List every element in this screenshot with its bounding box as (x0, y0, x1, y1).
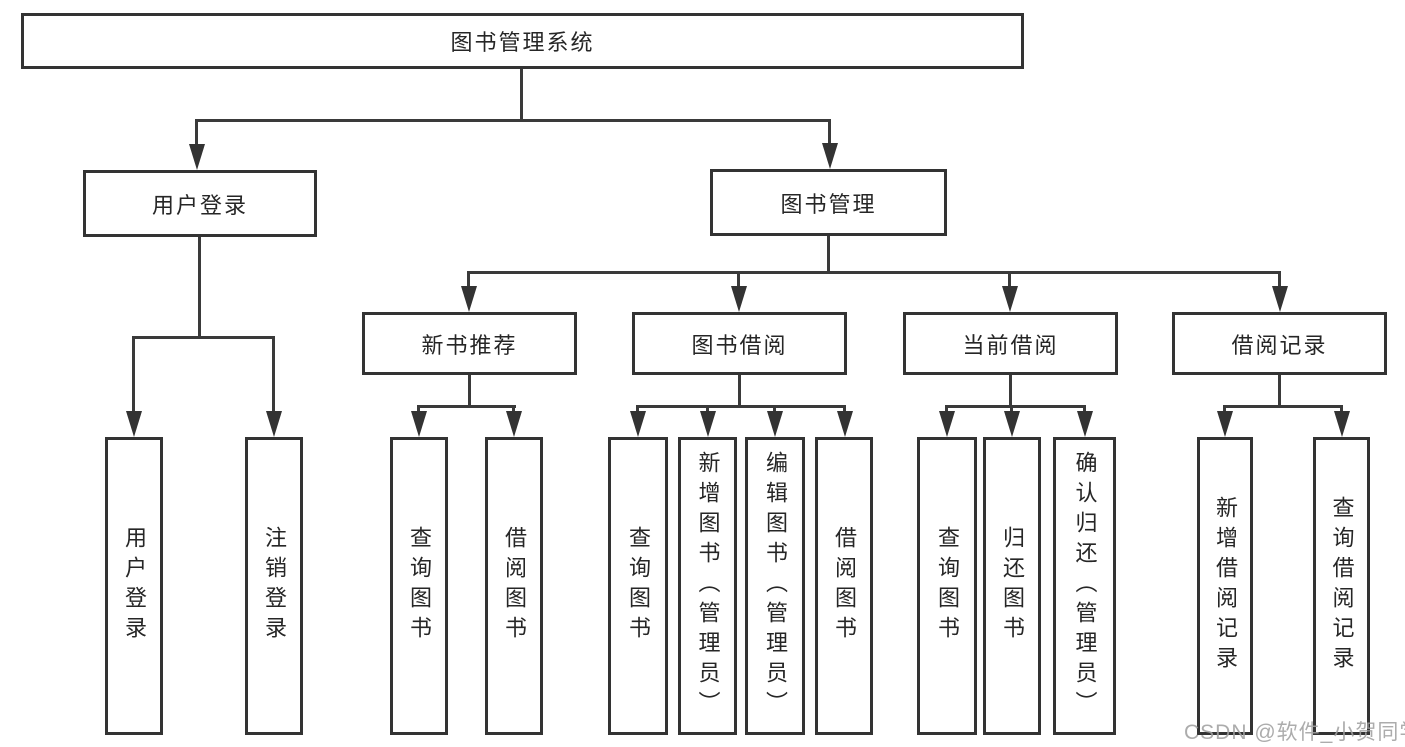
arrowhead-icon (939, 411, 955, 437)
node-book-management: 图书管理 (710, 169, 947, 236)
leaf-bb-query-book: 查询图书 (608, 437, 668, 735)
connector-line (1223, 405, 1226, 413)
leaf-rec-query-book: 查询图书 (390, 437, 448, 735)
leaf-br-add-record: 新增借阅记录 (1197, 437, 1253, 735)
leaf-bb-add-book-admin: 新增图书（管理员） (678, 437, 737, 735)
connector-line (468, 375, 471, 407)
leaf-cb-confirm-return-admin: 确认归还（管理员） (1053, 437, 1116, 735)
connector-line (520, 69, 523, 119)
connector-line (945, 405, 948, 413)
connector-line (738, 375, 741, 407)
connector-line (1083, 405, 1086, 413)
connector-line (636, 405, 846, 408)
connector-line (467, 271, 1281, 274)
connector-line (1223, 405, 1343, 408)
arrowhead-icon (1272, 286, 1288, 312)
arrowhead-icon (266, 411, 282, 437)
connector-line (132, 336, 275, 339)
connector-line (467, 271, 470, 289)
connector-line (827, 236, 830, 271)
arrowhead-icon (700, 411, 716, 437)
leaf-br-query-record: 查询借阅记录 (1313, 437, 1370, 735)
leaf-bb-borrow-book: 借阅图书 (815, 437, 873, 735)
connector-line (417, 405, 420, 413)
connector-line (1009, 375, 1012, 407)
arrowhead-icon (837, 411, 853, 437)
connector-line (1278, 271, 1281, 289)
node-book-borrow: 图书借阅 (632, 312, 847, 375)
leaf-user-login: 用户登录 (105, 437, 163, 735)
csdn-watermark: CSDN @软件_小贺同学 (1184, 721, 1405, 744)
connector-line (1008, 271, 1011, 289)
connector-line (512, 405, 515, 413)
leaf-rec-borrow-book: 借阅图书 (485, 437, 543, 735)
arrowhead-icon (1004, 411, 1020, 437)
arrowhead-icon (461, 286, 477, 312)
connector-line (198, 237, 201, 336)
leaf-cb-return-book: 归还图书 (983, 437, 1041, 735)
connector-line (132, 336, 135, 413)
arrowhead-icon (767, 411, 783, 437)
connector-line (843, 405, 846, 413)
connector-line (417, 405, 516, 408)
connector-line (195, 119, 198, 147)
connector-line (1010, 405, 1013, 413)
arrowhead-icon (1002, 286, 1018, 312)
arrowhead-icon (822, 143, 838, 169)
connector-line (737, 271, 740, 289)
arrowhead-icon (126, 411, 142, 437)
connector-line (828, 119, 831, 146)
connector-line (945, 405, 1086, 408)
node-current-borrow: 当前借阅 (903, 312, 1118, 375)
arrowhead-icon (411, 411, 427, 437)
connector-line (272, 336, 275, 413)
node-borrow-record: 借阅记录 (1172, 312, 1387, 375)
node-new-book-recommend: 新书推荐 (362, 312, 577, 375)
leaf-cb-query-book: 查询图书 (917, 437, 977, 735)
arrowhead-icon (630, 411, 646, 437)
connector-line (1340, 405, 1343, 413)
connector-line (773, 405, 776, 413)
arrowhead-icon (1217, 411, 1233, 437)
arrowhead-icon (1334, 411, 1350, 437)
arrowhead-icon (1077, 411, 1093, 437)
arrowhead-icon (189, 144, 205, 170)
leaf-logout: 注销登录 (245, 437, 303, 735)
connector-line (195, 119, 831, 122)
leaf-bb-edit-book-admin: 编辑图书（管理员） (745, 437, 805, 735)
connector-line (636, 405, 639, 413)
arrowhead-icon (506, 411, 522, 437)
node-user-login: 用户登录 (83, 170, 317, 237)
connector-line (1278, 375, 1281, 407)
arrowhead-icon (731, 286, 747, 312)
node-root: 图书管理系统 (21, 13, 1024, 69)
connector-line (706, 405, 709, 413)
